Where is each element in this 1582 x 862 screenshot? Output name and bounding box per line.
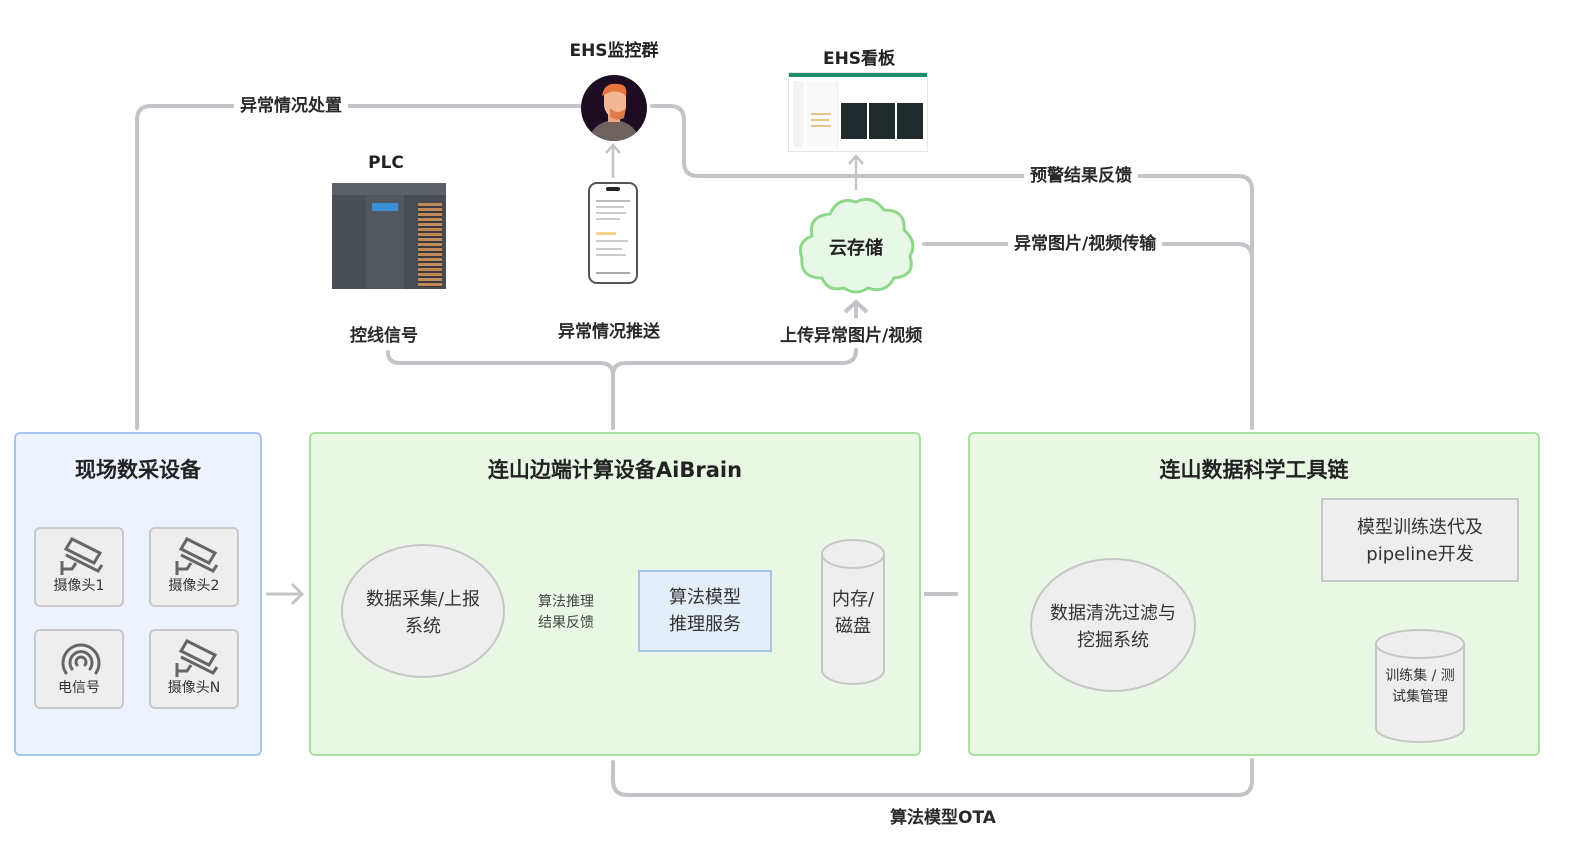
device-label: 摄像头1 <box>53 578 105 594</box>
database-cylinder-icon <box>821 539 885 685</box>
ehs-group-label: EHS监控群 <box>569 41 659 61</box>
camera-icon <box>60 537 104 575</box>
edge-device-title: 连山边端计算设备AiBrain <box>487 458 743 482</box>
plc-device-image <box>332 183 446 291</box>
ehs-board-label: EHS看板 <box>822 49 896 69</box>
signal-icon <box>61 643 101 675</box>
device-electric-signal[interactable]: 电信号 <box>34 629 124 709</box>
label-upload-media: 上传异常图片/视频 <box>774 326 929 346</box>
ehs-group-avatar[interactable] <box>580 74 648 142</box>
edge-bracket-top <box>386 350 615 430</box>
storage-text: 内存/磁盘 <box>831 589 875 637</box>
label-abnormal-media-transfer: 异常图片/视频传输 <box>1008 234 1163 254</box>
camera-icon <box>175 537 219 575</box>
device-label: 摄像头N <box>167 680 221 696</box>
field-devices-title: 现场数采设备 <box>75 458 201 482</box>
edge-ota <box>611 758 1254 797</box>
mobile-phone-image <box>588 182 638 284</box>
person-avatar-icon <box>581 75 647 141</box>
edge-warning-feedback <box>650 104 1254 430</box>
ehs-dashboard-thumbnail[interactable] <box>788 72 928 152</box>
edge-device-panel: 连山边端计算设备AiBrain <box>309 432 921 756</box>
device-camera-2[interactable]: 摄像头2 <box>149 527 239 607</box>
database-cylinder-icon <box>1375 629 1465 743</box>
label-inference-feedback: 算法推理结果反馈 <box>538 592 594 634</box>
field-devices-panel: 现场数采设备 摄像头1 摄像头2 电信号 摄像头N <box>14 432 262 756</box>
collector-text: 数据采集/上报系统 <box>365 589 481 637</box>
label-abnormal-push: 异常情况推送 <box>552 322 666 342</box>
label-model-ota: 算法模型OTA <box>884 808 1002 828</box>
cloud-storage-label: 云存储 <box>829 238 883 259</box>
edge-abnormal-handling <box>135 104 582 430</box>
device-label: 摄像头2 <box>168 578 220 594</box>
memory-disk-node[interactable]: 内存/磁盘 <box>820 538 886 686</box>
cloud-icon <box>798 197 915 294</box>
dataset-text: 训练集 / 测试集管理 <box>1385 668 1455 705</box>
device-camera-n[interactable]: 摄像头N <box>149 629 239 709</box>
data-cleaning-system-node[interactable]: 数据清洗过滤与挖掘系统 <box>1030 558 1196 692</box>
camera-icon <box>175 639 219 677</box>
label-control-signal: 控线信号 <box>344 326 424 346</box>
cloud-storage[interactable]: 云存储 <box>792 192 920 296</box>
device-camera-1[interactable]: 摄像头1 <box>34 527 124 607</box>
toolchain-title: 连山数据科学工具链 <box>1159 458 1349 482</box>
model-text: 算法模型推理服务 <box>669 587 741 635</box>
edge-media-transfer <box>922 242 1254 260</box>
dataset-management-node[interactable]: 训练集 / 测试集管理 <box>1374 628 1466 744</box>
device-label: 电信号 <box>58 680 100 696</box>
label-abnormal-handling: 异常情况处置 <box>234 96 348 116</box>
data-collection-system-node[interactable]: 数据采集/上报系统 <box>341 544 505 678</box>
model-inference-service-node[interactable]: 算法模型推理服务 <box>638 570 772 652</box>
plc-label: PLC <box>368 153 404 173</box>
label-warning-feedback: 预警结果反馈 <box>1024 166 1138 186</box>
cleaning-text: 数据清洗过滤与挖掘系统 <box>1050 603 1176 651</box>
